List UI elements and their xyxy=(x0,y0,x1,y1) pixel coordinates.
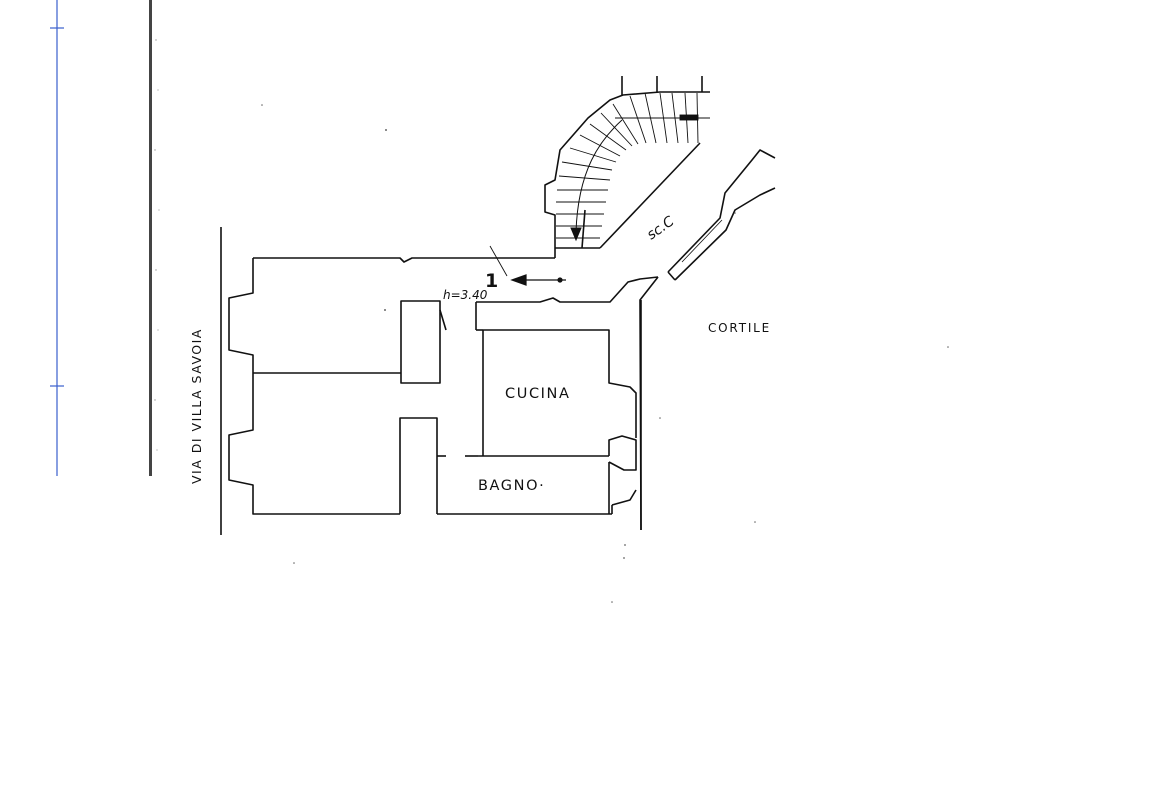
entrance-number: 1 xyxy=(485,270,498,292)
courtyard-window xyxy=(681,219,723,263)
entrance-arrow xyxy=(489,245,566,286)
kitchen-label: CUCINA xyxy=(505,386,571,402)
stair-treads xyxy=(556,92,710,239)
stair-direction-arrow xyxy=(570,119,623,242)
street-label: VIA DI VILLA SAVOIA xyxy=(189,328,204,484)
staircase-label: sc.C xyxy=(644,213,677,243)
margin-rule xyxy=(50,0,64,476)
scan-edge xyxy=(149,0,160,476)
scan-specks xyxy=(261,104,949,603)
ceiling-height-label: h=3.40 xyxy=(443,288,488,302)
courtyard-label: CORTILE xyxy=(708,321,771,335)
bathroom-label: BAGNO· xyxy=(478,478,545,494)
walls xyxy=(220,76,776,535)
